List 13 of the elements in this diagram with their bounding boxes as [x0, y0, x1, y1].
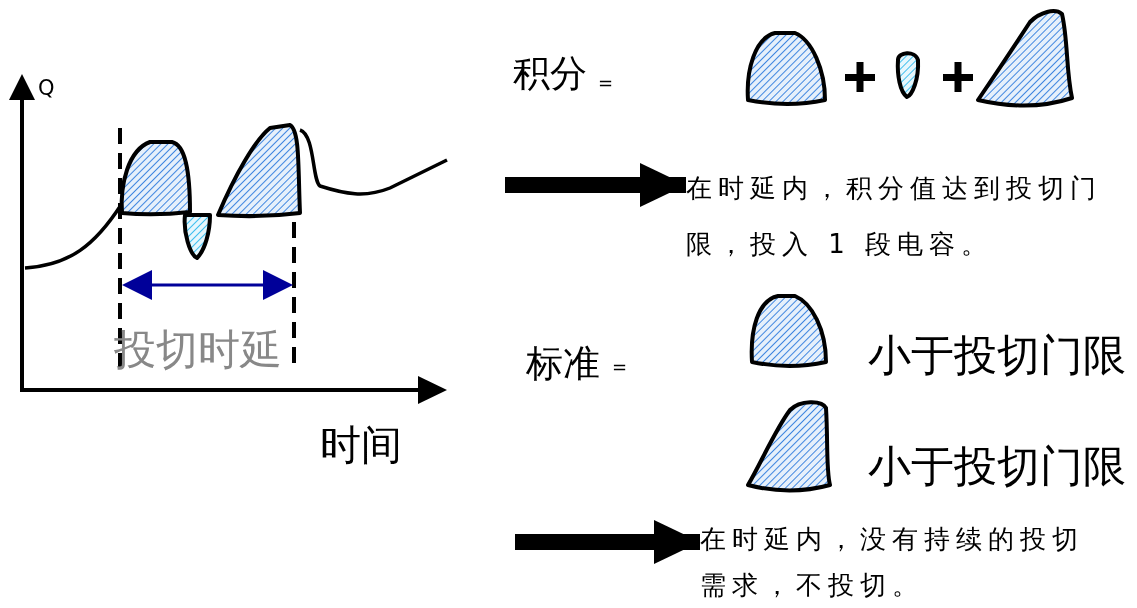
arrow [515, 520, 700, 564]
arrow [505, 163, 686, 207]
description-text: 在时延内，积分值达到投切门限，投入 1 段电容。 [686, 172, 1103, 261]
text-label: 投切时延 [114, 329, 282, 371]
text-label: = [598, 74, 614, 92]
text-label: 时间 [320, 425, 402, 466]
text-label: = [612, 358, 628, 376]
text-label: Q [38, 78, 55, 99]
text-label: 小于投切门限 [868, 334, 1126, 377]
text-label: 标准 [526, 345, 600, 382]
text-label: 积分 [513, 55, 587, 92]
text-label: 小于投切门限 [868, 445, 1126, 488]
description-text: 在时延内，没有持续的投切需求，不投切。 [700, 523, 1085, 602]
